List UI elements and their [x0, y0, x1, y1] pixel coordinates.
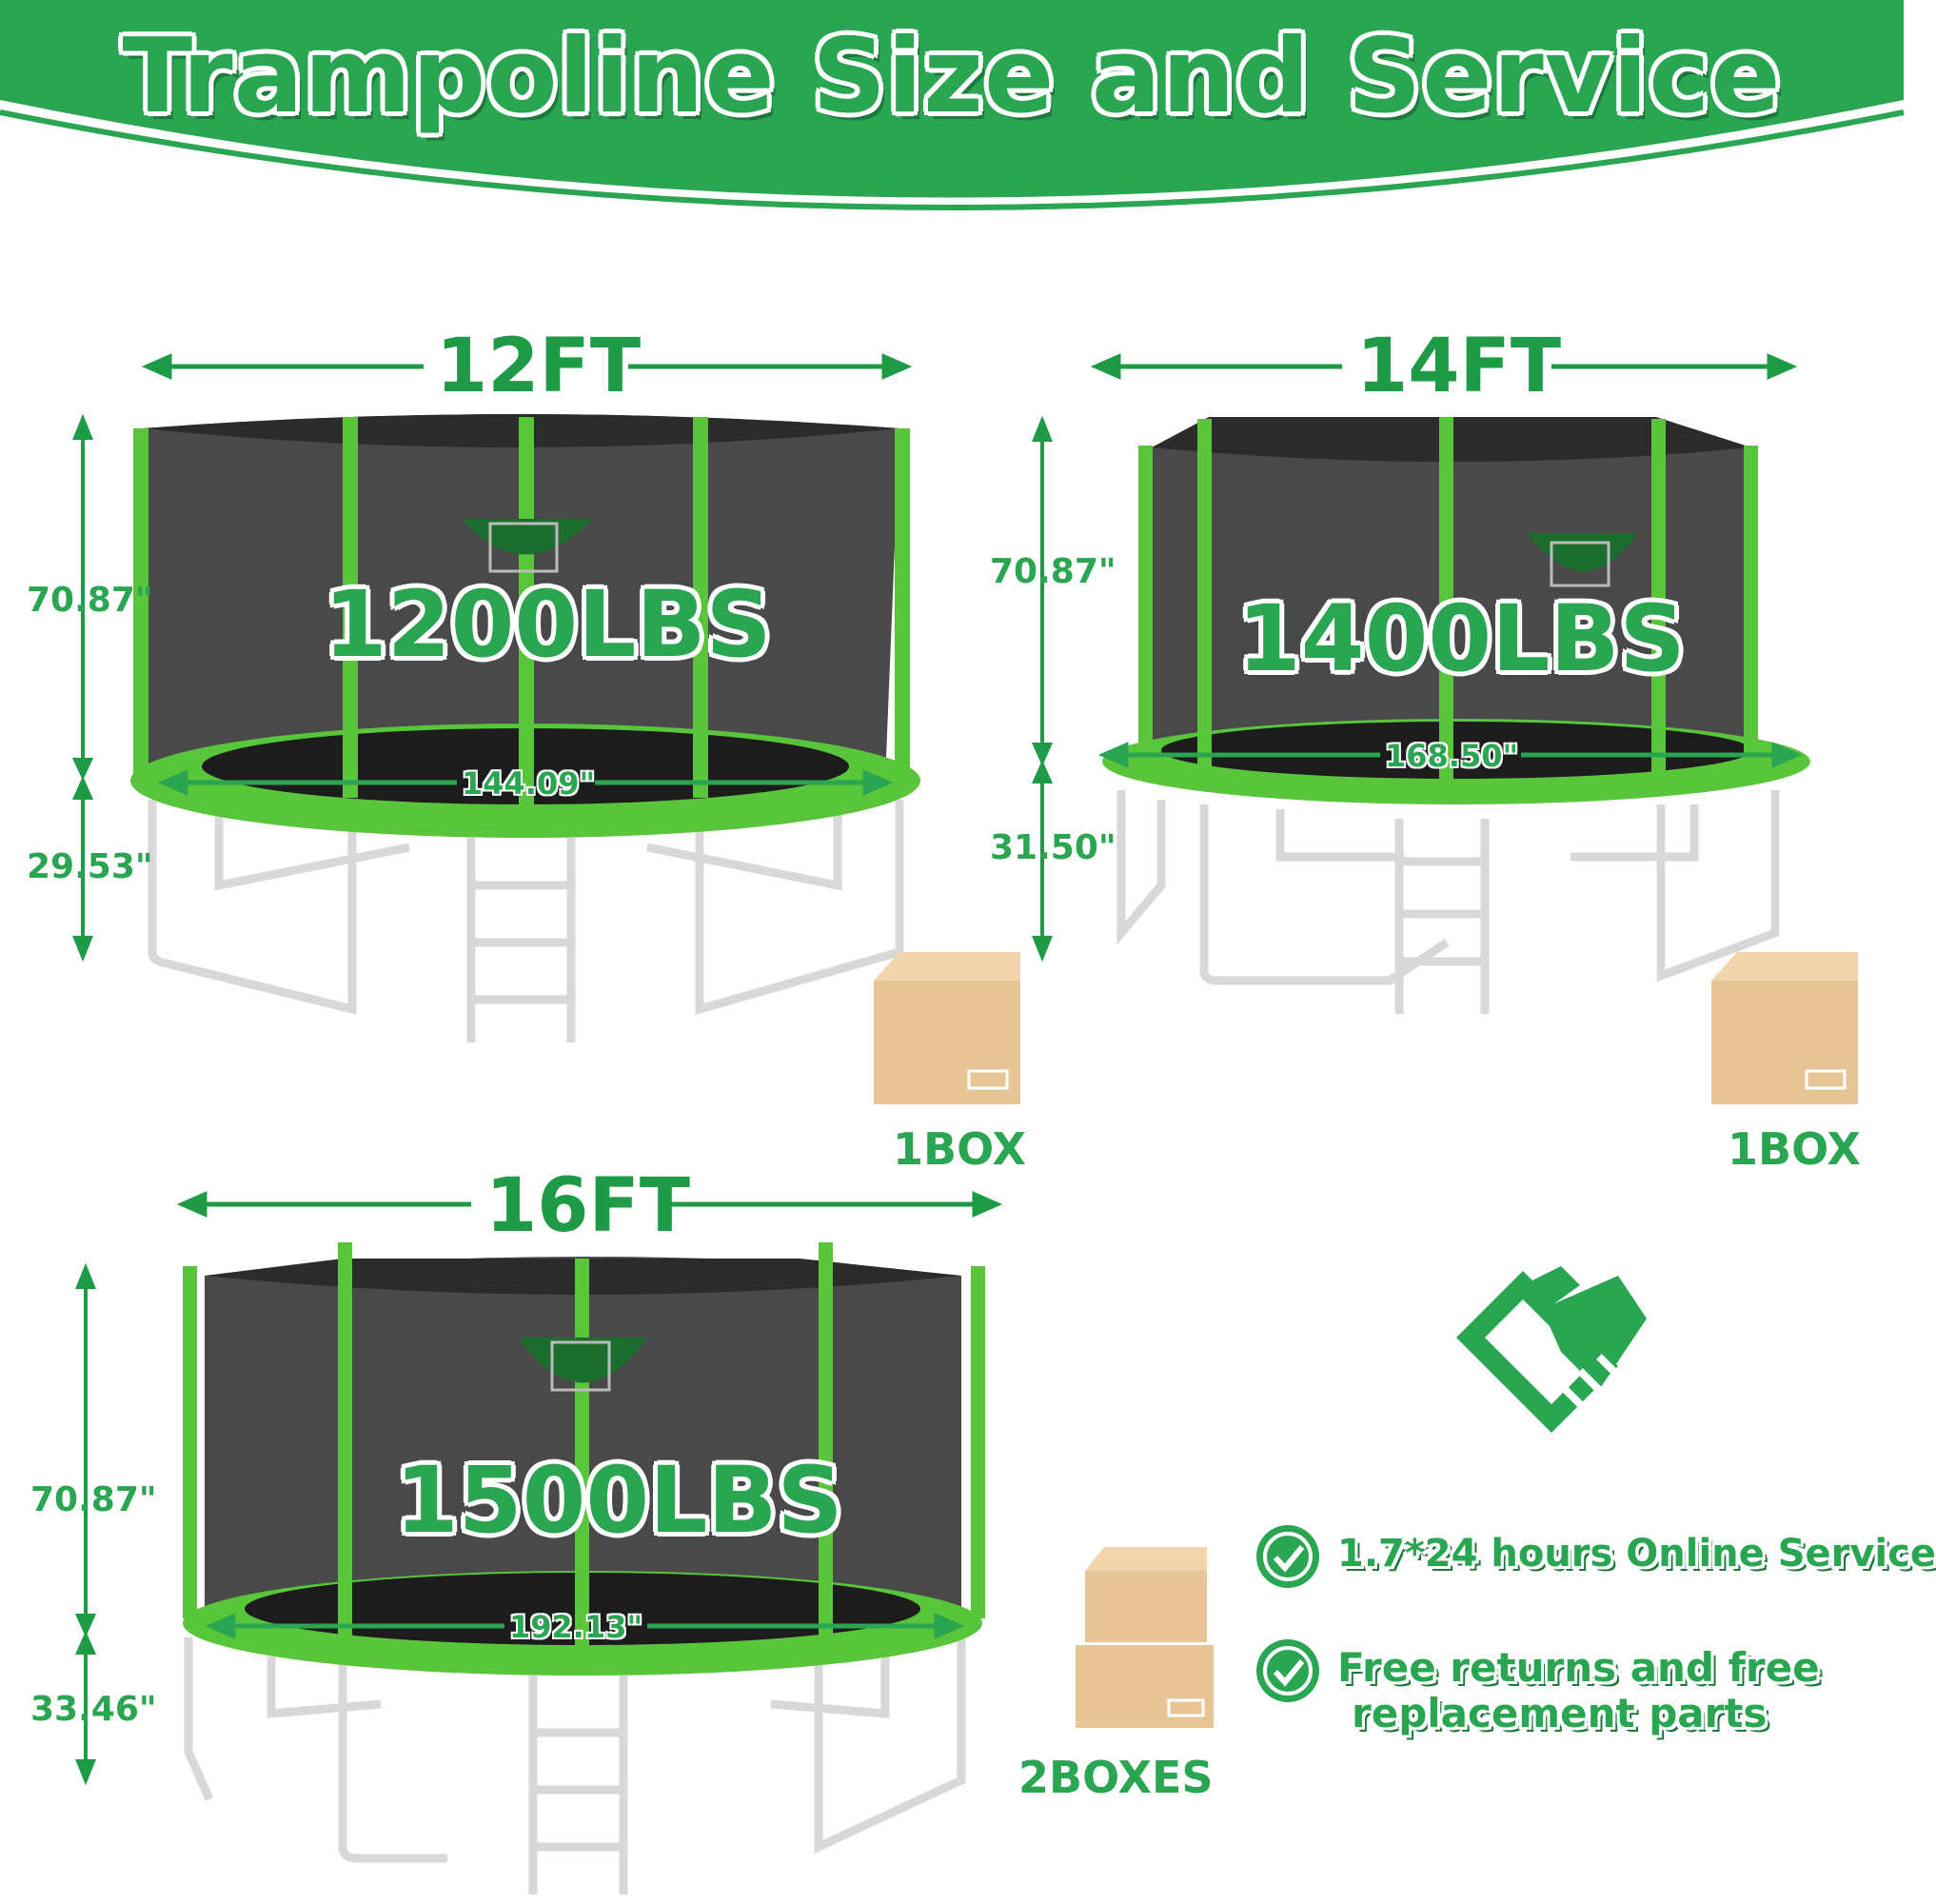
- size-title-12ft: 12FT: [436, 324, 642, 409]
- box-count-12ft: 1BOX: [893, 1123, 1026, 1175]
- handshake-card-icon: [1456, 1266, 1647, 1433]
- header-band: [0, 0, 1905, 210]
- box-count-16ft: 2BOXES: [1018, 1752, 1214, 1803]
- check-circle-icon: [1256, 1525, 1319, 1588]
- diameter-16ft: 192.13": [509, 1609, 643, 1645]
- weight-capacity-14ft: 1400LBS: [1237, 585, 1686, 692]
- service-item-online: 1.7*24 hours Online Service: [1337, 1532, 1936, 1576]
- leg-height-14ft: 31.50": [990, 828, 1116, 867]
- diameter-12ft: 144.09": [462, 765, 596, 802]
- weight-capacity-12ft: 1200LBS: [324, 571, 772, 678]
- check-circle-icon: [1256, 1639, 1319, 1702]
- size-title-14ft: 14FT: [1356, 324, 1562, 409]
- service-item-returns-line1: Free returns and free: [1337, 1644, 1820, 1691]
- box-count-14ft: 1BOX: [1728, 1123, 1861, 1175]
- service-item-returns-line2: replacement parts: [1352, 1690, 1768, 1736]
- diameter-14ft: 168.50": [1385, 738, 1519, 774]
- box-icon-14ft: [1711, 952, 1858, 1104]
- box-icon-16ft: [1076, 1547, 1214, 1728]
- leg-height-16ft: 33.46": [30, 1690, 157, 1729]
- net-height-12ft: 70.87": [27, 581, 153, 620]
- box-icon-12ft: [874, 952, 1020, 1104]
- net-height-14ft: 70.87": [990, 552, 1116, 591]
- page-title: Trampoline Size and Service: [122, 17, 1782, 136]
- leg-height-12ft: 29.53": [27, 847, 153, 886]
- size-title-16ft: 16FT: [485, 1163, 691, 1249]
- weight-capacity-16ft: 1500LBS: [395, 1447, 843, 1554]
- net-height-16ft: 70.87": [30, 1480, 157, 1519]
